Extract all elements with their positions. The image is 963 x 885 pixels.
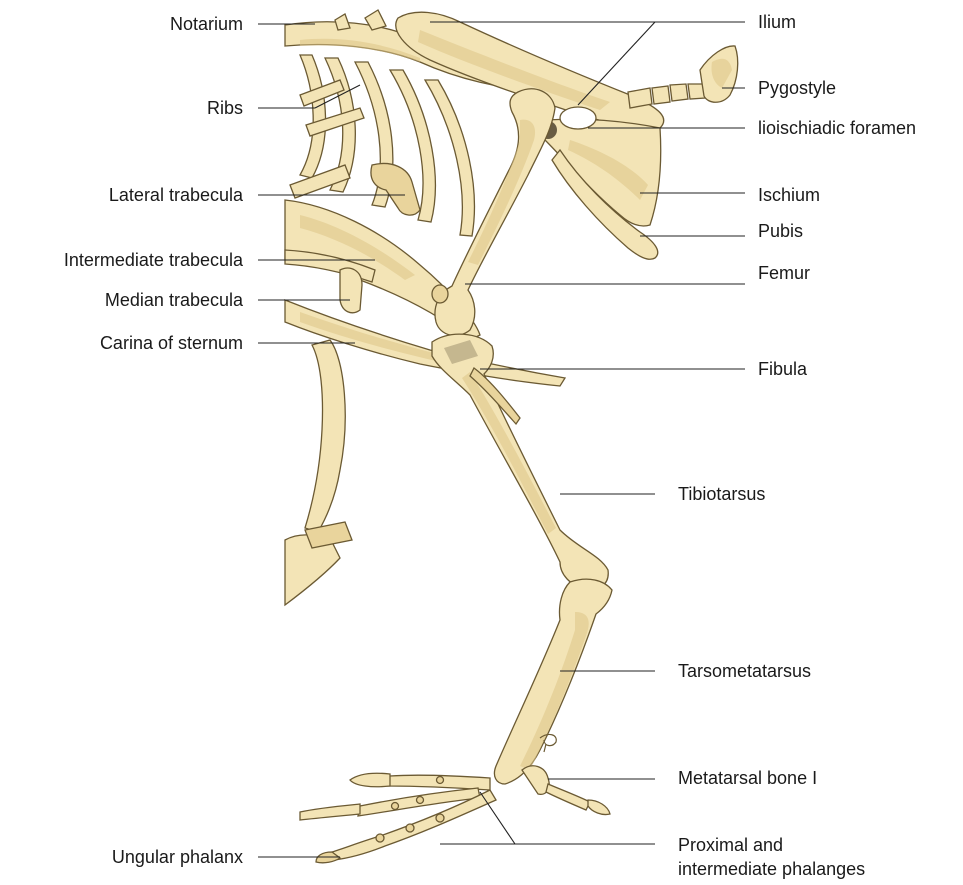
label-metatarsal-bone-i: Metatarsal bone I bbox=[678, 767, 817, 789]
label-median-trabecula: Median trabecula bbox=[105, 289, 243, 311]
label-tibiotarsus: Tibiotarsus bbox=[678, 483, 765, 505]
label-fibula: Fibula bbox=[758, 358, 807, 380]
label-ungular-phalanx: Ungular phalanx bbox=[112, 846, 243, 868]
label-ribs: Ribs bbox=[207, 97, 243, 119]
tarsometatarsus-group bbox=[494, 579, 612, 784]
label-femur: Femur bbox=[758, 262, 810, 284]
label-pubis: Pubis bbox=[758, 220, 803, 242]
label-phalanges-line2: intermediate phalanges bbox=[678, 858, 865, 880]
label-pygostyle: Pygostyle bbox=[758, 77, 836, 99]
label-carina-of-sternum: Carina of sternum bbox=[100, 332, 243, 354]
label-lateral-trabecula: Lateral trabecula bbox=[109, 184, 243, 206]
label-intermediate-trabecula: Intermediate trabecula bbox=[64, 249, 243, 271]
label-phalanges-line1: Proximal and bbox=[678, 834, 783, 856]
label-notarium: Notarium bbox=[170, 13, 243, 35]
label-ischium: Ischium bbox=[758, 184, 820, 206]
label-tarsometatarsus: Tarsometatarsus bbox=[678, 660, 811, 682]
label-ilioischiadic-foramen: lioischiadic foramen bbox=[758, 117, 916, 139]
label-ilium: Ilium bbox=[758, 11, 796, 33]
pelvis-group bbox=[396, 12, 738, 259]
